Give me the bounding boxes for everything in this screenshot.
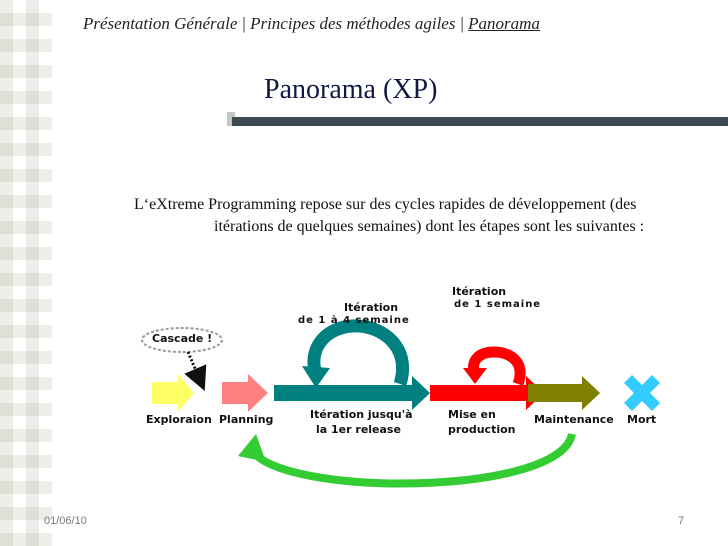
iteration-loop-head — [302, 366, 330, 388]
breadcrumb-item-presentation[interactable]: Présentation Générale — [83, 14, 238, 33]
production-loop-head — [463, 368, 487, 384]
side-pattern — [0, 0, 52, 546]
iteration-top-label-1: Itération — [343, 301, 399, 314]
iteration-arrow — [274, 376, 430, 410]
xp-cycle-svg — [141, 319, 660, 488]
cascade-bubble — [141, 327, 223, 353]
step-iteration-release-label-2: la 1er release — [316, 423, 401, 436]
footer-page-number: 7 — [678, 515, 685, 527]
breadcrumb-separator: | — [241, 14, 247, 33]
planning-arrow — [222, 374, 268, 412]
step-planning-label: Planning — [219, 413, 274, 426]
title-bar — [232, 117, 728, 126]
step-mort-label: Mort — [627, 413, 657, 426]
exploration-arrow — [152, 374, 194, 412]
iteration-small-label-2: de 1 semaine — [454, 299, 542, 310]
return-arrow-head — [238, 434, 266, 462]
step-production-label-1: Mise en — [448, 408, 496, 421]
step-iteration-release-label-1: Itération jusqu'à — [310, 408, 413, 421]
production-arrow — [430, 376, 544, 410]
iteration-loop — [307, 319, 409, 386]
body-line-1: L‘eXtreme Programming repose sur des cyc… — [134, 196, 637, 213]
step-production-label-2: production — [448, 423, 516, 436]
iteration-top-label-2: de 1 à 4 semaine — [298, 315, 410, 326]
step-maintenance-label: Maintenance — [534, 413, 614, 426]
step-exploration-label: Exploraion — [146, 413, 212, 426]
body-paragraph: L‘eXtreme Programming repose sur des cyc… — [134, 194, 714, 238]
iteration-small-label-1: Itération — [452, 285, 507, 298]
breadcrumb: Présentation Générale|Principes des méth… — [83, 14, 703, 34]
title-bar-accent — [227, 112, 235, 126]
return-arrow — [248, 432, 576, 488]
breadcrumb-separator: | — [459, 14, 465, 33]
cascade-label: Cascade ! — [152, 332, 213, 345]
mort-cross — [624, 375, 660, 411]
breadcrumb-item-principes[interactable]: Principes des méthodes agiles — [250, 14, 456, 33]
cascade-dotted-arrow — [184, 351, 207, 392]
breadcrumb-item-panorama[interactable]: Panorama — [468, 14, 540, 33]
maintenance-arrow — [528, 376, 600, 410]
production-loop — [468, 346, 526, 386]
xp-cycle-diagram: Cascade ! Itération de 1 à 4 semaine Ité… — [130, 285, 710, 522]
page-title: Panorama (XP) — [264, 74, 438, 105]
footer-date: 01/06/10 — [44, 515, 87, 527]
body-line-2: itérations de quelques semaines) dont le… — [214, 218, 645, 235]
